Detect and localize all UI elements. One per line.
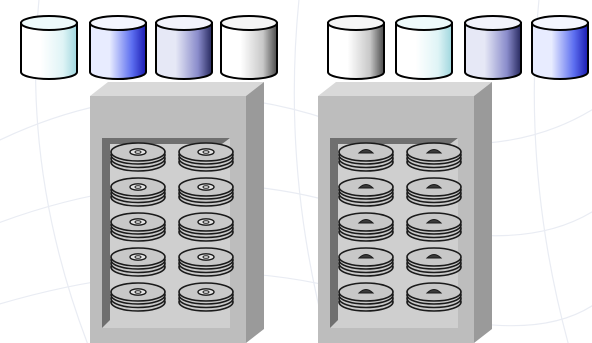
disk-stack — [338, 142, 394, 172]
disk-stack — [178, 142, 234, 172]
disk-stack — [110, 212, 166, 242]
storage-cylinder-cyan — [20, 15, 78, 80]
disk-stack — [338, 282, 394, 312]
disk-hole — [202, 150, 210, 154]
disk-hole — [202, 185, 210, 189]
cylinder-body — [220, 22, 278, 80]
storage-cylinder-cyan — [395, 15, 453, 80]
disk-stack — [110, 177, 166, 207]
storage-cabinet — [90, 82, 264, 343]
disk-stack — [338, 212, 394, 242]
disk-stack — [406, 247, 462, 277]
background-curve — [293, 0, 329, 343]
cylinder-top — [464, 15, 522, 31]
disk-stack — [178, 212, 234, 242]
cabinet-top — [90, 82, 264, 96]
cylinder-top — [155, 15, 213, 31]
cylinder-row — [20, 15, 589, 80]
disk-spindle — [357, 254, 375, 259]
disk-spindle — [425, 219, 443, 224]
disk-hole — [134, 255, 142, 259]
cylinder-top — [89, 15, 147, 31]
storage-cylinder-navy — [464, 15, 522, 80]
disk-stack — [406, 282, 462, 312]
disk-stack — [110, 142, 166, 172]
disk-stack — [178, 282, 234, 312]
disk-stack — [110, 282, 166, 312]
disk-stack — [178, 177, 234, 207]
storage-cylinder-blue — [531, 15, 589, 80]
disk-spindle — [357, 219, 375, 224]
cabinet-row — [90, 82, 492, 343]
storage-cylinder-gray — [220, 15, 278, 80]
cylinder-body — [395, 22, 453, 80]
disk-spindle — [357, 184, 375, 189]
cylinder-body — [531, 22, 589, 80]
cylinder-body — [89, 22, 147, 80]
disk-stack — [406, 177, 462, 207]
storage-cylinder-navy — [155, 15, 213, 80]
disk-stack — [406, 142, 462, 172]
cylinder-top — [220, 15, 278, 31]
disk-stack — [178, 247, 234, 277]
cabinet-side — [474, 82, 492, 343]
cylinder-top — [327, 15, 385, 31]
disk-hole — [202, 255, 210, 259]
disk-stack — [338, 177, 394, 207]
disk-spindle — [425, 184, 443, 189]
disk-hole — [134, 220, 142, 224]
cylinder-body — [327, 22, 385, 80]
cylinder-body — [20, 22, 78, 80]
disk-stack — [338, 247, 394, 277]
cabinet-side — [246, 82, 264, 343]
cylinder-top — [531, 15, 589, 31]
background-curve — [0, 183, 592, 237]
cylinder-body — [155, 22, 213, 80]
disk-hole — [134, 185, 142, 189]
cylinder-body — [464, 22, 522, 80]
disk-hole — [202, 220, 210, 224]
disk-spindle — [357, 149, 375, 154]
disk-stack — [110, 247, 166, 277]
storage-cylinder-gray — [327, 15, 385, 80]
storage-cylinder-blue — [89, 15, 147, 80]
disk-stack — [406, 212, 462, 242]
cylinder-top — [395, 15, 453, 31]
storage-cabinet — [318, 82, 492, 343]
disk-spindle — [357, 289, 375, 294]
disk-spindle — [425, 289, 443, 294]
disk-hole — [134, 290, 142, 294]
background-curve — [0, 271, 592, 327]
disk-spindle — [425, 254, 443, 259]
disk-spindle — [425, 149, 443, 154]
cylinder-top — [20, 15, 78, 31]
disk-hole — [134, 150, 142, 154]
disk-hole — [202, 290, 210, 294]
cabinet-top — [318, 82, 492, 96]
